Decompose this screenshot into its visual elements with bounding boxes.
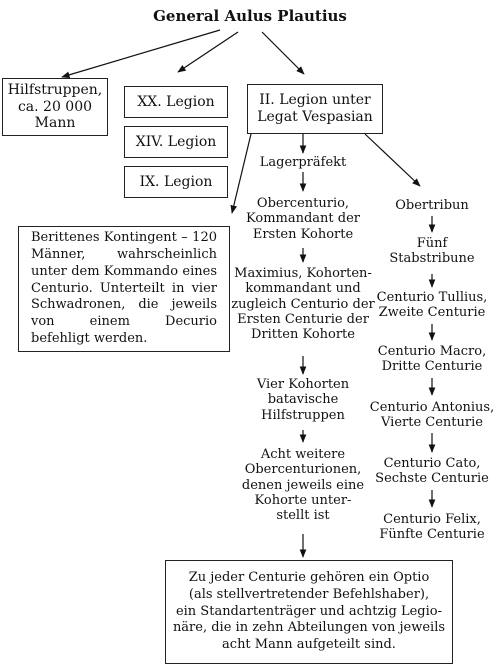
centurie-info-text: Zu jeder Centurie gehören ein Optio (als… xyxy=(172,570,446,652)
arrow-legion2-to-cavalry xyxy=(230,133,252,214)
node-centurio-cato: Centurio Cato, Sechste Centurie xyxy=(375,456,489,487)
arrow-title-to-legion20 xyxy=(177,31,239,73)
diagram-title: General Aulus Plautius xyxy=(153,7,347,25)
node-obercenturio: Obercenturio, Kommandant der Ersten Koho… xyxy=(246,196,360,242)
node-lagerpraefekt: Lagerpräfekt xyxy=(259,155,347,170)
node-acht-obercenturionen: Acht weitere Obercenturionen, denen jewe… xyxy=(241,447,365,524)
legion-ii-label: II. Legion unter Legat Vespasian xyxy=(257,92,373,125)
arrow-title-to-hilfstruppen xyxy=(61,29,221,79)
box-legion-ix: IX. Legion xyxy=(124,166,228,198)
arrow-title-to-legion2 xyxy=(261,31,305,75)
node-centurio-tullius: Centurio Tullius, Zweite Centurie xyxy=(376,290,488,321)
cavalry-text: Berittenes Kontingent – 120 Männer, wahr… xyxy=(31,229,217,347)
arrow-legion2-to-obertribun xyxy=(364,133,421,187)
legion-ix-label: IX. Legion xyxy=(139,173,213,190)
node-centurio-felix: Centurio Felix, Fünfte Centurie xyxy=(379,512,485,543)
box-centurie-info: Zu jeder Centurie gehören ein Optio (als… xyxy=(165,560,453,664)
node-vier-kohorten: Vier Kohorten batavische Hilfstruppen xyxy=(256,377,350,423)
node-maximius: Maximius, Kohorten- kommandant und zugle… xyxy=(231,266,375,343)
node-centurio-macro: Centurio Macro, Dritte Centurie xyxy=(377,344,487,375)
box-hilfstruppen: Hilfstruppen, ca. 20 000 Mann xyxy=(2,78,108,136)
node-centurio-antonius: Centurio Antonius, Vierte Centurie xyxy=(369,400,495,431)
node-obertribun: Obertribun xyxy=(395,198,469,213)
node-stabstribune: Fünf Stabstribune xyxy=(389,236,475,267)
box-legion-xiv: XIV. Legion xyxy=(124,126,228,158)
box-legion-xx: XX. Legion xyxy=(124,86,228,118)
box-cavalry: Berittenes Kontingent – 120 Männer, wahr… xyxy=(18,226,230,352)
legion-xx-label: XX. Legion xyxy=(137,93,215,110)
legion-xiv-label: XIV. Legion xyxy=(135,133,217,150)
box-legion-ii: II. Legion unter Legat Vespasian xyxy=(247,84,383,134)
hilfstruppen-label: Hilfstruppen, ca. 20 000 Mann xyxy=(7,81,103,132)
